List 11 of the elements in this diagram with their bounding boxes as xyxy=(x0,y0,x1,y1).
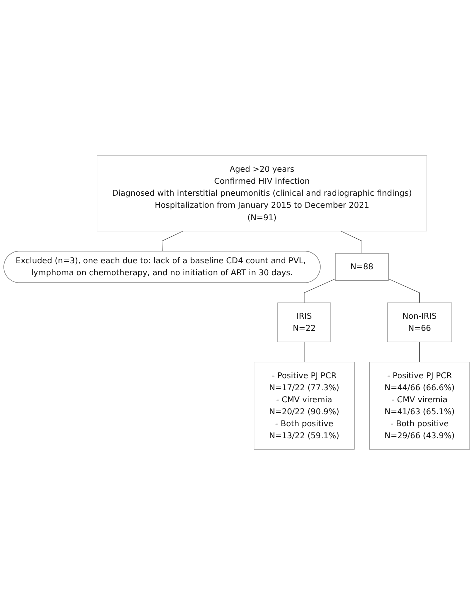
node-box: - Positive PJ PCR N=17/22 (77.3%) - CMV viremia N=20/22 (90.9%) - Both positive N=13/22 (59.1%) xyxy=(254,362,355,450)
node-box: - Positive PJ PCR N=44/66 (66.6%) - CMV viremia N=41/63 (65.1%) - Both positive N=29/66 (43.9%) xyxy=(369,362,470,450)
connector xyxy=(304,279,336,304)
node-box: Aged >20 years Confirmed HIV infection Diagnosed with interstitial pneumonitis (clinical and radiographic findings) Hospitalization from January 2015 to December 2021 (N=91) xyxy=(97,156,428,232)
connector xyxy=(340,231,362,254)
node-box: Non-IRIS N=66 xyxy=(387,303,452,343)
node-box: N=88 xyxy=(335,254,389,282)
connector xyxy=(304,342,305,363)
node-box: IRIS N=22 xyxy=(278,303,332,343)
connector xyxy=(162,231,184,252)
connector xyxy=(388,279,420,304)
